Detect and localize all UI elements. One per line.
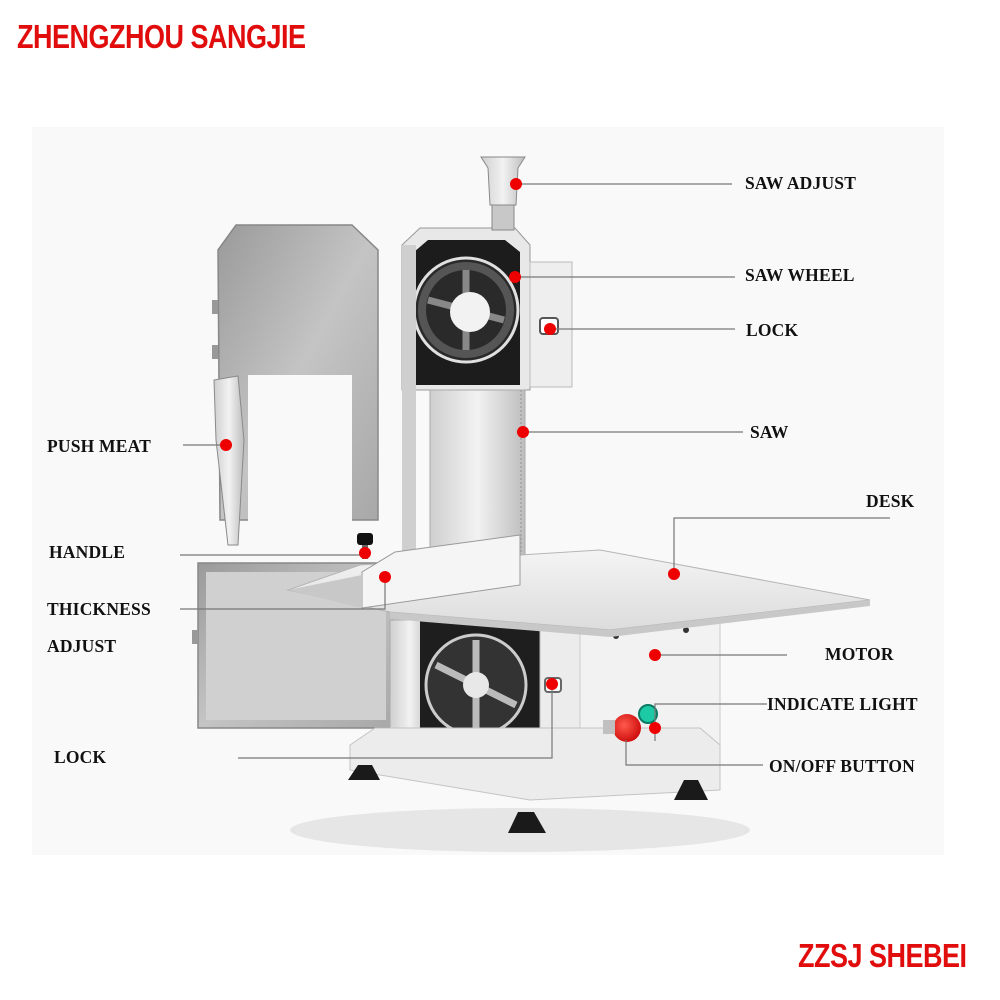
dot-lock-lower: [546, 678, 558, 690]
on-off-red-button: [613, 714, 641, 742]
desk-top: [286, 534, 871, 637]
leader-lines: [180, 183, 890, 766]
brand-footer: ZZSJ SHEBEI: [798, 937, 967, 975]
label-motor: MOTOR: [825, 644, 894, 664]
dot-push-meat: [220, 439, 232, 451]
dot-saw: [517, 426, 529, 438]
upper-housing: [401, 227, 573, 571]
label-lock-lower: LOCK: [54, 747, 107, 767]
label-adjust: ADJUST: [47, 636, 117, 656]
brand-title: ZHENGZHOU SANGJIE: [17, 18, 306, 56]
label-push-meat: PUSH MEAT: [47, 436, 152, 456]
lower-body: [348, 614, 721, 833]
dot-saw-adjust: [510, 178, 522, 190]
label-saw-adjust: SAW ADJUST: [745, 173, 857, 193]
leader-thickness-adjust: [180, 577, 386, 610]
leader-desk: [673, 517, 890, 574]
dot-lock-upper: [544, 323, 556, 335]
upper-door: [212, 224, 379, 525]
callout-dots: [220, 178, 680, 734]
label-thickness: THICKNESS: [47, 599, 151, 619]
push-meat-arm: [213, 375, 245, 546]
saw-adjust-knob: [480, 156, 526, 231]
label-lock-upper: LOCK: [746, 320, 799, 340]
label-desk: DESK: [866, 491, 915, 511]
dot-saw-wheel: [509, 271, 521, 283]
label-on-off-button: ON/OFF BUTTON: [769, 756, 916, 776]
leader-on-off-button: [625, 740, 763, 766]
indicate-light-lamp: [638, 704, 658, 724]
dot-desk: [668, 568, 680, 580]
label-saw-wheel: SAW WHEEL: [745, 265, 855, 285]
leader-lock-lower: [238, 684, 553, 759]
dot-thickness-adjust: [379, 571, 391, 583]
label-saw: SAW: [750, 422, 789, 442]
dot-handle: [359, 547, 371, 559]
label-indicate-light: INDICATE LIGHT: [767, 694, 918, 714]
dot-indicate-light: [649, 722, 661, 734]
label-handle: HANDLE: [49, 542, 126, 562]
dot-motor: [649, 649, 661, 661]
